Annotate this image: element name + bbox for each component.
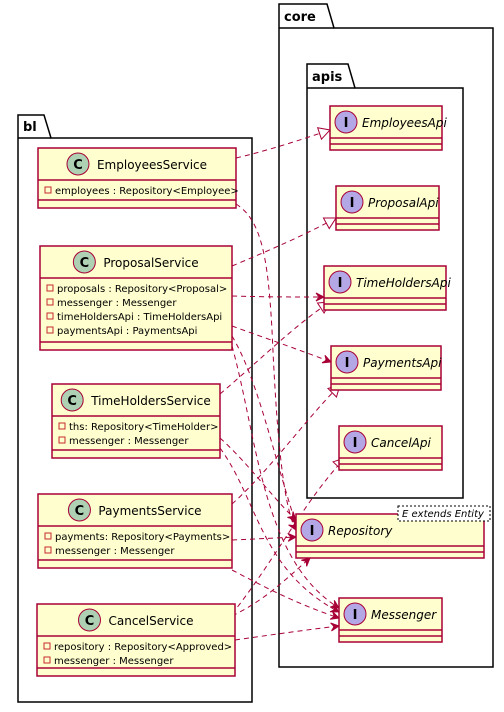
- class-name: ProposalService: [103, 256, 198, 270]
- svg-text:I: I: [353, 608, 358, 623]
- class-icon: C: [67, 498, 91, 522]
- svg-text:I: I: [353, 436, 358, 451]
- field: ths: Repository<TimeHolder>: [69, 422, 218, 433]
- field-visibility-icon: [44, 186, 52, 194]
- svg-text:C: C: [73, 158, 83, 173]
- svg-text:I: I: [344, 116, 349, 131]
- interface-icon: I: [340, 190, 364, 214]
- interface-name: CancelApi: [371, 436, 431, 450]
- field: messenger : Messenger: [57, 298, 177, 309]
- interface-icon: I: [328, 270, 352, 294]
- interface-icon: I: [334, 110, 358, 134]
- interface-name: Messenger: [371, 608, 437, 622]
- svg-text:E extends Entity: E extends Entity: [402, 509, 485, 520]
- interface-name: Repository: [328, 524, 393, 538]
- class-icon: C: [60, 388, 84, 412]
- interface-cancel-api: I CancelApi: [338, 425, 443, 471]
- field: employees : Repository<Employee>: [55, 186, 239, 197]
- interface-icon: I: [343, 430, 367, 454]
- field-visibility-icon: [46, 326, 54, 334]
- field-visibility-icon: [46, 298, 54, 306]
- field-visibility-icon: [46, 312, 54, 320]
- interface-employees-api: I EmployeesApi: [329, 105, 448, 151]
- class-name: CancelService: [108, 614, 193, 628]
- field: messenger : Messenger: [69, 436, 189, 447]
- class-icon: C: [66, 152, 90, 176]
- field: paymentsApi : PaymentsApi: [57, 326, 197, 337]
- interface-repository: I Repository E extends Entity: [295, 505, 491, 559]
- field-visibility-icon: [43, 642, 51, 650]
- field: repository : Repository<Approved>: [54, 642, 232, 653]
- class-name: PaymentsService: [98, 504, 201, 518]
- edge-time-holders-service-repository: [219, 437, 296, 520]
- field: payments: Repository<Payments>: [55, 532, 230, 543]
- edge-cancel-service-messenger: [234, 626, 339, 641]
- interface-icon: I: [343, 602, 367, 626]
- class-name: EmployeesService: [97, 158, 207, 172]
- svg-text:I: I: [338, 276, 343, 291]
- edge-proposal-service-repository: [231, 335, 296, 524]
- field: messenger : Messenger: [54, 656, 174, 667]
- edge-time-holders-service-time-holders-api: [219, 301, 331, 395]
- svg-text:C: C: [80, 256, 90, 271]
- svg-text:C: C: [85, 614, 95, 629]
- svg-text:I: I: [345, 356, 350, 371]
- edge-proposal-service-payments-api: [231, 325, 331, 362]
- interface-icon: I: [335, 350, 359, 374]
- interface-name: EmployeesApi: [362, 116, 448, 130]
- relations: [219, 127, 346, 641]
- field-visibility-icon: [46, 284, 54, 292]
- interface-name: PaymentsApi: [363, 356, 442, 370]
- field: proposals : Repository<Proposal>: [57, 284, 227, 295]
- class-icon: C: [72, 250, 96, 274]
- edge-payments-service-repository: [231, 537, 296, 540]
- edge-payments-service-payments-api: [231, 384, 341, 505]
- edge-employees-service-repository: [235, 203, 296, 530]
- edge-cancel-service-cancel-api: [231, 457, 346, 615]
- svg-text:C: C: [67, 394, 77, 409]
- interface-time-holders-api: I TimeHoldersApi: [323, 265, 451, 311]
- interface-messenger: I Messenger: [338, 597, 443, 643]
- edge-cancel-service-repository: [231, 558, 310, 617]
- svg-text:I: I: [350, 196, 355, 211]
- edge-employees-service-employees-api: [235, 127, 331, 159]
- generic-parameter: E extends Entity: [397, 505, 491, 522]
- interface-icon: I: [300, 518, 324, 542]
- package-apis-label: apis: [312, 70, 343, 85]
- class-name: TimeHoldersService: [90, 394, 211, 408]
- field-visibility-icon: [43, 656, 51, 664]
- field: messenger : Messenger: [55, 546, 175, 557]
- interface-proposal-api: I ProposalApi: [335, 185, 440, 231]
- edge-proposal-service-messenger: [231, 345, 339, 608]
- interface-name: ProposalApi: [368, 196, 439, 210]
- edge-payments-service-messenger: [231, 569, 339, 618]
- svg-text:C: C: [75, 504, 85, 519]
- package-core-label: core: [284, 10, 316, 25]
- svg-text:I: I: [310, 524, 315, 539]
- field-visibility-icon: [44, 532, 52, 540]
- field-visibility-icon: [44, 546, 52, 554]
- field-visibility-icon: [58, 422, 66, 430]
- package-bl-label: bl: [23, 120, 37, 135]
- interface-payments-api: I PaymentsApi: [330, 345, 442, 391]
- edge-proposal-service-proposal-api: [231, 217, 337, 267]
- field-visibility-icon: [58, 436, 66, 444]
- class-icon: C: [77, 608, 101, 632]
- interface-name: TimeHoldersApi: [356, 276, 451, 290]
- field: timeHoldersApi : TimeHoldersApi: [57, 312, 222, 323]
- edge-proposal-service-time-holders-api: [231, 296, 324, 297]
